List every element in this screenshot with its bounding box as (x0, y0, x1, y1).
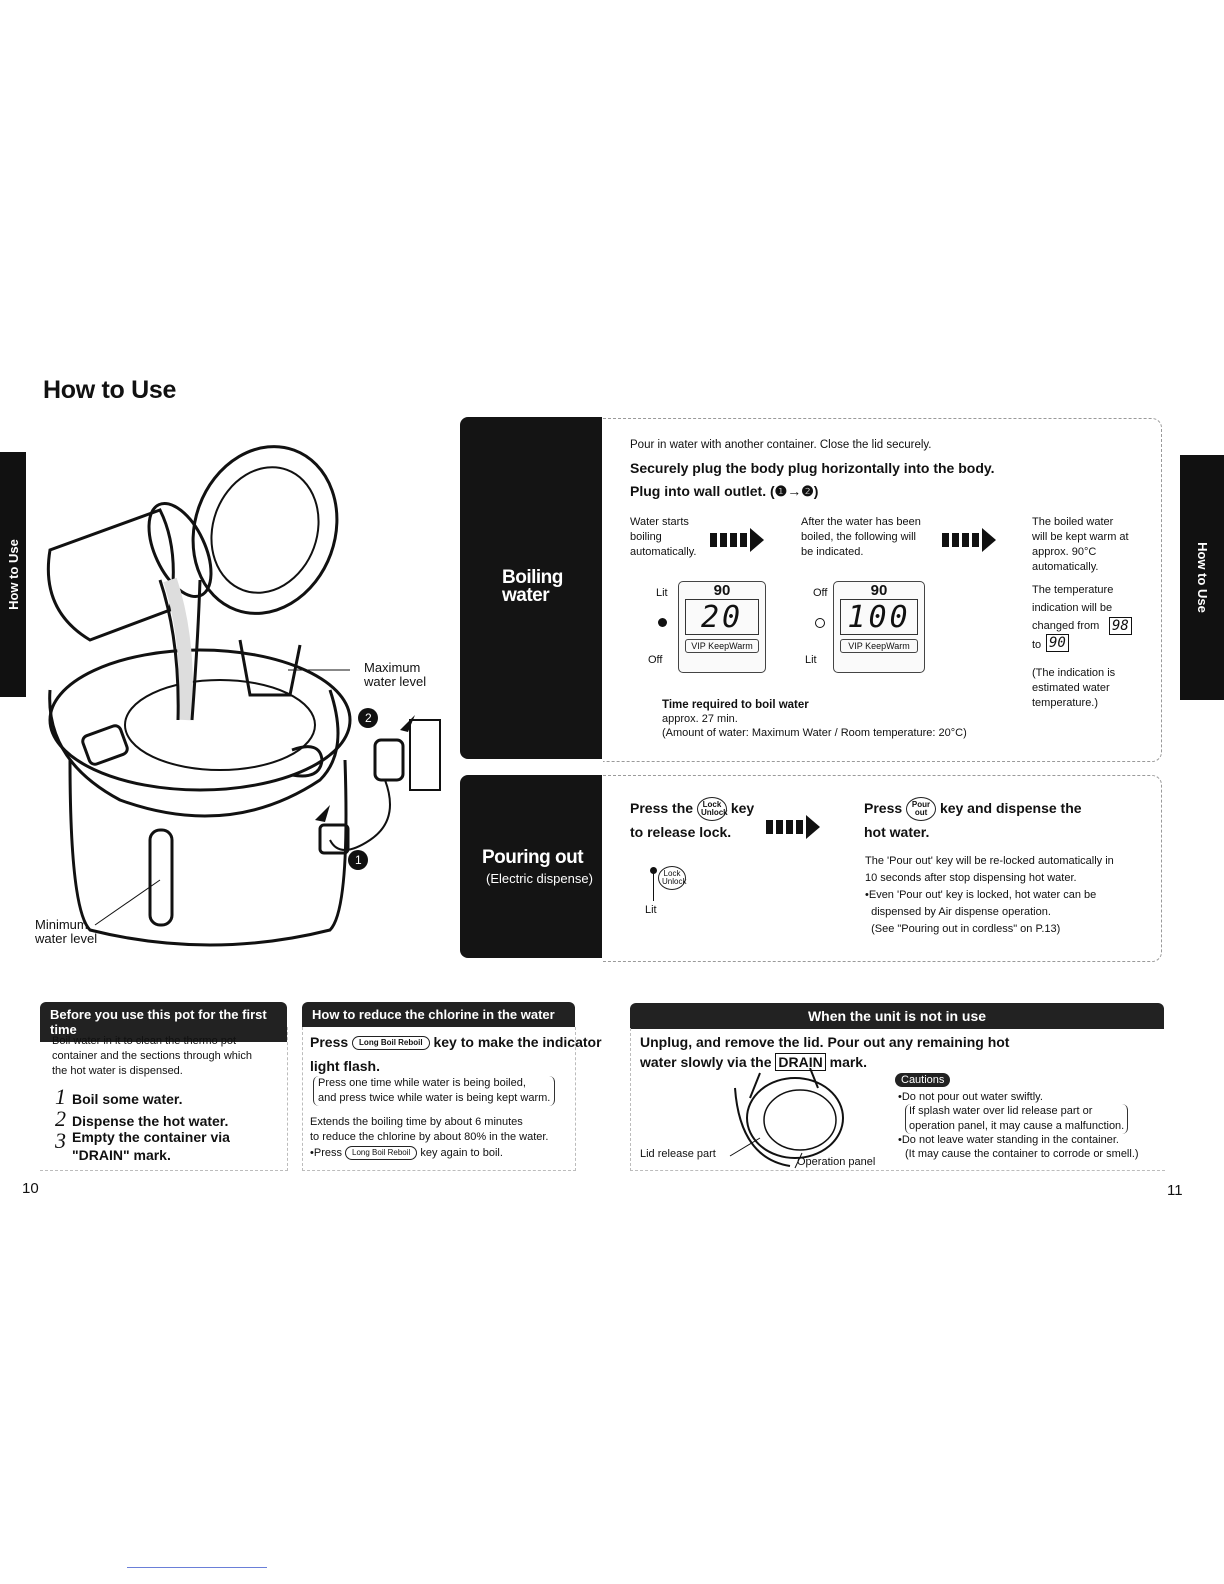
estimate-note: (The indication is estimated water tempe… (1032, 667, 1116, 709)
time-title: Time required to boil water (662, 699, 809, 711)
lcd1-indicator (658, 618, 667, 627)
pouring-heading-box: Pouring out (Electric dispense) (460, 775, 602, 958)
not-in-use-box (630, 1028, 1165, 1171)
max-level-label: Maximum water level (364, 660, 427, 689)
reboil-key[interactable]: Long Boil Reboil (352, 1036, 430, 1051)
lock-unlock-key-illustration: Lock Unlock (658, 866, 686, 890)
boiling-heading-box: Boiling water (460, 417, 602, 759)
lid-release-label: Lid release part (640, 1148, 716, 1160)
stage1-text: Water starts boiling automatically. (630, 516, 697, 558)
page-number-left: 10 (22, 1180, 39, 1197)
first-time-heading: Before you use this pot for the first ti… (40, 1002, 287, 1042)
cautions-badge: Cautions (895, 1073, 951, 1087)
lcd1-lit: Lit (656, 587, 668, 599)
not-in-use-heading: When the unit is not in use (630, 1003, 1164, 1029)
page-number-right: 11 (1167, 1182, 1183, 1199)
boiling-intro: Pour in water with another container. Cl… (630, 439, 932, 451)
caution-2-note: (It may cause the container to corrode o… (905, 1148, 1139, 1160)
temp-to-label: to (1032, 639, 1042, 651)
lcd1-keepwarm-key: VIP KeepWarm (685, 639, 759, 653)
lcd2-indicator (815, 618, 825, 628)
pour-out-key[interactable]: Pour out (906, 797, 937, 822)
caution-2: •Do not leave water standing in the cont… (898, 1134, 1119, 1146)
lcd2-setting: 90 (870, 582, 888, 599)
first-time-intro: Boil water in it to clean the thermo pot… (52, 1035, 252, 1077)
lcd1-off: Off (648, 654, 663, 666)
time-value: approx. 27 min. (662, 713, 738, 725)
pouring-note1: The 'Pour out' key will be re-locked aut… (865, 855, 1114, 884)
time-note: (Amount of water: Maximum Water / Room t… (662, 727, 967, 739)
first-time-box (40, 1027, 288, 1171)
lcd2-display: 100 (840, 599, 918, 635)
arrow-3 (766, 815, 820, 839)
pouring-heading: Pouring out (482, 847, 584, 868)
stage2-text: After the water has been boiled, the fol… (801, 516, 921, 558)
reboil-key-2[interactable]: Long Boil Reboil (345, 1146, 418, 1161)
chlorine-extends: Extends the boiling time by about 6 minu… (310, 1116, 549, 1143)
lcd2-keepwarm-key: VIP KeepWarm (840, 639, 918, 653)
side-tab-left: How to Use (0, 452, 26, 697)
boiling-heading: Boiling water (502, 567, 563, 606)
thermo-pot-illustration: 2 1 (46, 445, 441, 947)
temp-change-text: The temperature indication will be chang… (1032, 584, 1114, 632)
pouring-step2-b: hot water. (864, 824, 930, 840)
lock-unlock-key[interactable]: Lock Unlock (696, 797, 728, 822)
stage3-text: The boiled water will be kept warm at ap… (1032, 516, 1129, 573)
lcd2-off: Off (813, 587, 828, 599)
chlorine-box (302, 1027, 576, 1171)
lcd2-lit: Lit (805, 654, 817, 666)
pouring-sub: (Electric dispense) (486, 871, 593, 886)
operation-panel-label: Operation panel (797, 1156, 876, 1168)
lcd1-panel: 90 20 VIP KeepWarm (678, 581, 766, 673)
boiling-plug-outlet: Plug into wall outlet. (❶→❷) (630, 483, 819, 499)
arrow-2 (942, 528, 996, 552)
bottom-rule (127, 1567, 267, 1568)
caution-1: •Do not pour out water swiftly. (898, 1091, 1043, 1103)
boiling-panel (603, 418, 1162, 762)
marker-2: 2 (365, 711, 372, 725)
temp-from-display: 98 (1109, 617, 1132, 635)
caution-1-detail: If splash water over lid release part or… (905, 1104, 1129, 1134)
lock-indicator-line (653, 873, 654, 901)
chlorine-again: •Press Long Boil Reboil key again to boi… (310, 1146, 503, 1161)
lcd2-panel: 90 100 VIP KeepWarm (833, 581, 925, 673)
boiling-plug-body: Securely plug the body plug horizontally… (630, 460, 995, 476)
min-level-label: Minimum water level (35, 917, 98, 946)
pouring-lit: Lit (645, 904, 657, 916)
arrow-1 (710, 528, 764, 552)
drain-illustration (729, 1068, 844, 1169)
chlorine-paren: Press one time while water is being boil… (313, 1076, 556, 1106)
pouring-step1: Press the Lock Unlock key (630, 796, 754, 822)
lcd1-setting: 90 (713, 582, 731, 599)
side-tab-right: How to Use (1180, 455, 1224, 700)
chlorine-instr: Press Long Boil Reboil key to make the i… (310, 1034, 602, 1074)
pouring-step2: Press Pour out key and dispense the (864, 796, 1082, 822)
marker-1: 1 (355, 853, 362, 867)
lcd1-display: 20 (685, 599, 759, 635)
page-title: How to Use (43, 376, 177, 404)
pouring-note2: •Even 'Pour out' key is locked, hot wate… (865, 889, 1097, 935)
lock-indicator (650, 867, 657, 874)
temp-to-display: 90 (1046, 634, 1069, 652)
not-in-use-instr: Unplug, and remove the lid. Pour out any… (640, 1034, 1010, 1071)
pouring-step1-b: to release lock. (630, 824, 732, 840)
drain-mark: DRAIN (775, 1053, 826, 1071)
pouring-panel (603, 775, 1162, 962)
chlorine-heading: How to reduce the chlorine in the water (302, 1002, 575, 1027)
